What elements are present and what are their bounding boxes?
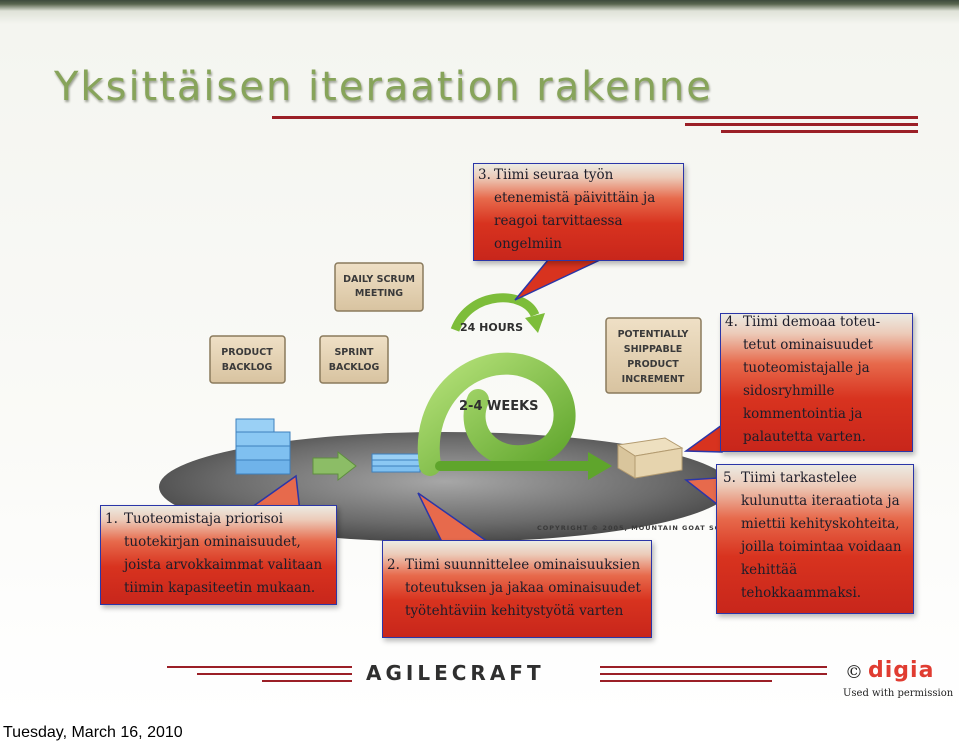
callout-4-line3: tuoteomistajalle ja — [743, 357, 870, 380]
callout-4-number: 4. — [725, 311, 738, 334]
footer-rule-left-3 — [262, 680, 352, 682]
daily-scrum-line2: MEETING — [355, 288, 403, 299]
callout-4-line2: tetut ominaisuudet — [743, 334, 873, 357]
callout-1-number: 1. — [105, 508, 118, 531]
sprint-backlog-line2: BACKLOG — [329, 362, 380, 373]
callout-4-line1: Tiimi demoaa toteu- — [743, 311, 880, 334]
callout-5: 5. Tiimi tarkastelee kulunutta iteraatio… — [716, 464, 914, 614]
permission-note: Used with permission — [843, 688, 953, 699]
callout-2-line3: työtehtäviin kehitystyötä varten — [405, 600, 623, 623]
callout-3-line2: etenemistä päivittäin ja — [494, 187, 655, 210]
callout-3-line3: reagoi tarvittaessa — [494, 210, 623, 233]
footer-rule-right-3 — [600, 680, 772, 682]
weeks-label: 2-4 WEEKS — [459, 399, 539, 414]
product-backlog-label-box: PRODUCT BACKLOG — [210, 336, 285, 383]
increment-box — [618, 438, 682, 478]
callout-2-number: 2. — [387, 554, 400, 577]
callout-2-line1: Tiimi suunnittelee ominaisuuksien — [405, 554, 640, 577]
callout-3-line1: Tiimi seuraa työn — [494, 164, 613, 187]
daily-scrum-line1: DAILY SCRUM — [343, 274, 415, 285]
callout-5-line2: kulunutta iteraatiota ja — [741, 490, 900, 513]
callout-1-line1: Tuoteomistaja priorisoi — [124, 508, 283, 531]
hours-label: 24 HOURS — [460, 321, 523, 334]
footer-rule-right-1 — [600, 666, 827, 668]
digia-logo: digia — [868, 658, 934, 683]
callout-4-line6: palautetta varten. — [743, 426, 866, 449]
diagram-copyright: COPYRIGHT © 2005, MOUNTAIN GOAT SOFT — [537, 524, 732, 532]
callout-3-line4: ongelmiin — [494, 233, 562, 256]
callout-5-line6: tehokkaammaksi. — [741, 582, 861, 605]
callout-5-line1: Tiimi tarkastelee — [741, 467, 857, 490]
increment-line3: PRODUCT — [627, 359, 679, 370]
sprint-backlog-label-box: SPRINT BACKLOG — [320, 336, 388, 383]
slide-date: Tuesday, March 16, 2010 — [3, 724, 183, 742]
callout-4-line4: sidosryhmille — [743, 380, 834, 403]
product-backlog-stack — [236, 419, 290, 474]
callout-1-line4: tiimin kapasiteetin mukaan. — [124, 577, 315, 600]
callout-4-tail — [686, 425, 722, 452]
sprint-backlog-line1: SPRINT — [334, 347, 374, 358]
increment-line1: POTENTIALLY — [618, 329, 689, 340]
product-backlog-line1: PRODUCT — [221, 347, 273, 358]
footer-rule-left-1 — [167, 666, 352, 668]
footer-rule-left-2 — [197, 673, 352, 675]
agilecraft-logo: AGILECRAFT — [366, 661, 545, 685]
callout-2: 2. Tiimi suunnittelee ominaisuuksien tot… — [382, 540, 652, 638]
callout-4: 4. Tiimi demoaa toteu- tetut ominaisuude… — [720, 313, 913, 452]
callout-4-line5: kommentointia ja — [743, 403, 862, 426]
daily-scrum-label-box: DAILY SCRUM MEETING — [335, 263, 423, 311]
callout-2-line2: toteutuksen ja jakaa ominaisuudet — [405, 577, 641, 600]
callout-5-line5: kehittää — [741, 559, 797, 582]
callout-3: 3. Tiimi seuraa työn etenemistä päivittä… — [473, 163, 684, 261]
increment-label-box: POTENTIALLY SHIPPABLE PRODUCT INCREMENT — [606, 318, 701, 393]
copyright-symbol: © — [845, 662, 863, 683]
sprint-backlog-stack — [372, 454, 420, 472]
increment-line4: INCREMENT — [622, 374, 685, 385]
callout-1-line3: joista arvokkaimmat valitaan — [124, 554, 322, 577]
callout-5-line4: joilla toimintaa voidaan — [741, 536, 902, 559]
callout-3-tail — [515, 260, 600, 300]
callout-1-line2: tuotekirjan ominaisuudet, — [124, 531, 301, 554]
callout-3-number: 3. — [478, 164, 491, 187]
callout-1: 1. Tuoteomistaja priorisoi tuotekirjan o… — [100, 505, 337, 605]
callout-5-number: 5. — [723, 467, 736, 490]
callout-5-line3: miettii kehityskohteita, — [741, 513, 900, 536]
product-backlog-line2: BACKLOG — [222, 362, 273, 373]
footer-rule-right-2 — [600, 673, 827, 675]
increment-line2: SHIPPABLE — [624, 344, 683, 355]
